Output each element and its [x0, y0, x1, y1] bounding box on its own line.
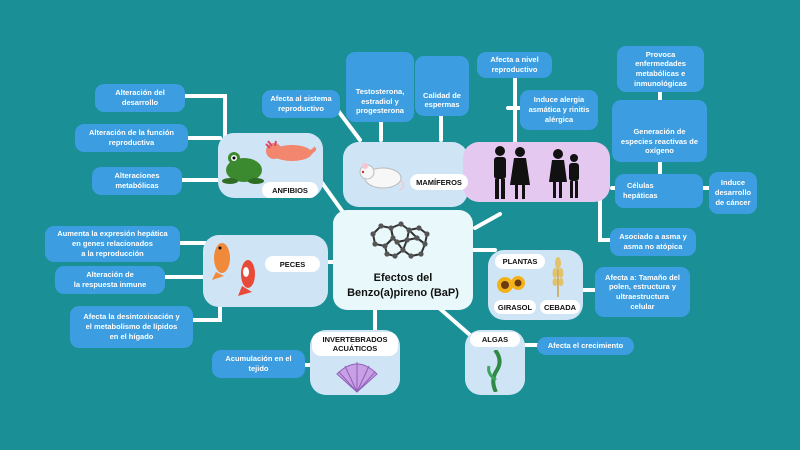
- effect-cancer: Induce desarrollo de cáncer: [709, 172, 757, 214]
- effect-alteracion-desarrollo: Alteración del desarrollo: [95, 84, 185, 112]
- girasol-label: GIRASOL: [494, 300, 536, 314]
- sunflower-icon: [497, 276, 525, 293]
- center-node: Efectos del Benzo(a)pireno (BaP): [333, 210, 473, 310]
- mouse-icon: [359, 163, 405, 191]
- effect-polen: Afecta a: Tamaño del polen, estructura y…: [595, 267, 690, 317]
- axolotl-icon: [265, 140, 316, 161]
- effect-alteraciones-metabolicas: Alteraciones metabólicas: [92, 167, 182, 195]
- effect-afecta-sistema-reproductivo: Afecta al sistema reproductivo: [262, 90, 340, 118]
- shell-icon: [336, 362, 378, 393]
- effect-calidad-espermas: Calidad de espermas: [415, 56, 469, 116]
- effect-celulas-hepaticas: Células hepáticas: [615, 174, 703, 208]
- effect-expresion-hepatica: Aumenta la expresión hepática en genes r…: [45, 226, 180, 262]
- fish-icon: [238, 260, 255, 296]
- effect-crecimiento: Afecta el crecimiento: [537, 337, 634, 355]
- barley-icon: [552, 257, 564, 297]
- effect-enfermedades: Provoca enfermedades metabólicas e inmun…: [617, 46, 704, 92]
- effect-afecta-nivel-reproductivo: Afecta a nivel reproductivo: [477, 52, 552, 78]
- effect-especies-oxigeno: Generación de especies reactivas de oxíg…: [612, 100, 707, 162]
- silhouette-icon: [494, 146, 530, 199]
- effect-asma: Asociado a asma y asma no atópica: [610, 228, 696, 256]
- seaweed-icon: [487, 350, 502, 392]
- molecule-icon: [370, 221, 430, 259]
- effect-respuesta-inmune: Alteración de la respuesta inmune: [55, 266, 165, 294]
- silhouette-icon: [549, 149, 579, 198]
- effect-alergia: Induce alergia asmática y rinitis alérgi…: [520, 90, 598, 130]
- algas-label: ALGAS: [470, 332, 520, 347]
- plantas-label: PLANTAS: [495, 254, 545, 269]
- effect-alteracion-funcion-reproductiva: Alteración de la función reproductiva: [75, 124, 188, 152]
- center-title: Efectos del Benzo(a)pireno (BaP): [347, 272, 459, 299]
- peces-label: PECES: [265, 256, 320, 272]
- invertebrados-label: INVERTEBRADOS ACUÁTICOS: [312, 332, 398, 356]
- mamiferos-people-panel: [463, 142, 610, 202]
- effect-acumulacion: Acumulación en el tejido: [212, 350, 305, 378]
- cebada-label: CEBADA: [540, 300, 580, 314]
- effect-desintoxicacion: Afecta la desintoxicación y el metabolis…: [70, 306, 193, 348]
- effect-testosterona: Testosterona, estradiol y progesterona: [346, 52, 414, 122]
- frog-icon: [222, 152, 264, 184]
- anfibios-label: ANFIBIOS: [262, 182, 318, 198]
- mamiferos-label: MAMÍFEROS: [410, 174, 468, 190]
- fish-icon: [212, 243, 230, 280]
